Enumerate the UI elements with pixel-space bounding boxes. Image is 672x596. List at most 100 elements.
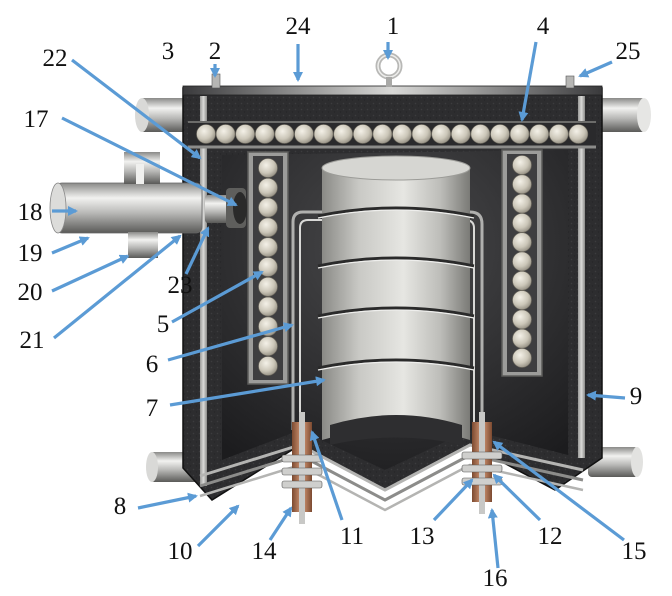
bolt-2 xyxy=(211,73,221,89)
callout-17: 17 xyxy=(24,106,49,133)
callout-16: 16 xyxy=(483,565,508,592)
arrow-21 xyxy=(52,234,182,340)
bolt-25 xyxy=(565,75,575,89)
ball-element xyxy=(294,124,314,144)
callout-8: 8 xyxy=(114,493,127,520)
ball-element xyxy=(258,158,278,178)
arrow-15 xyxy=(492,440,625,542)
arrow-22 xyxy=(71,58,202,160)
arrow-8 xyxy=(137,492,198,510)
ball-element xyxy=(258,296,278,317)
arrow-4 xyxy=(518,41,538,122)
ball-element xyxy=(333,124,354,144)
ball-element xyxy=(512,155,532,175)
ball-element xyxy=(258,336,278,357)
side-inlet-assembly xyxy=(49,152,247,258)
ball-element xyxy=(372,124,393,144)
ball-element xyxy=(258,178,278,198)
inlet-pipe xyxy=(55,182,203,234)
callout-labels: 1 2 3 4 5 6 7 8 9 10 11 12 13 14 15 16 1… xyxy=(18,13,647,592)
callout-15: 15 xyxy=(622,538,647,565)
inner-wall-left xyxy=(200,96,207,486)
ball-element xyxy=(258,237,278,257)
top-ball-row xyxy=(196,124,589,144)
top-lid xyxy=(182,85,603,96)
callout-14: 14 xyxy=(252,538,278,565)
vessel-body xyxy=(322,159,470,440)
callout-19: 19 xyxy=(18,240,43,267)
ball-element xyxy=(490,124,510,144)
electrodes xyxy=(281,412,503,524)
arrow-25 xyxy=(578,60,613,78)
arrow-6 xyxy=(167,322,294,362)
inner-wall-right xyxy=(578,96,585,458)
callout-1: 1 xyxy=(387,13,400,40)
callout-20: 20 xyxy=(18,279,43,306)
callout-2: 2 xyxy=(209,38,222,65)
arrow-10 xyxy=(196,504,240,548)
arrow-12 xyxy=(492,473,542,522)
callout-9: 9 xyxy=(630,383,643,410)
ball-element xyxy=(431,124,452,144)
ball-element xyxy=(254,124,275,144)
ball-element xyxy=(529,124,550,144)
ball-element xyxy=(274,124,295,144)
ball-element xyxy=(196,124,216,144)
ball-element xyxy=(235,124,255,144)
callout-23: 23 xyxy=(168,272,193,299)
arrow-14 xyxy=(268,506,293,541)
vessel-rings xyxy=(317,206,475,371)
ball-element xyxy=(568,124,589,144)
ball-element xyxy=(512,213,532,233)
ball-element xyxy=(509,124,530,144)
ball-element xyxy=(512,328,532,349)
callout-24: 24 xyxy=(286,13,312,40)
ball-element xyxy=(258,217,278,238)
top-ball-tray xyxy=(188,121,596,149)
arrow-19 xyxy=(51,236,90,255)
callout-10: 10 xyxy=(168,538,193,565)
ball-element xyxy=(512,309,532,330)
arrow-7 xyxy=(169,376,326,407)
top-fittings xyxy=(211,52,575,89)
callout-6: 6 xyxy=(146,351,159,378)
ball-element xyxy=(512,290,532,310)
arrow-16 xyxy=(487,508,500,569)
callout-11: 11 xyxy=(340,523,364,550)
arrow-23 xyxy=(184,226,210,275)
ball-element xyxy=(512,232,532,252)
arrow-9 xyxy=(586,390,626,401)
ball-element xyxy=(512,193,532,214)
central-vessel xyxy=(317,155,475,445)
ball-element xyxy=(548,124,569,144)
right-ball-column xyxy=(501,149,543,377)
callout-3: 3 xyxy=(162,38,175,65)
arrow-13 xyxy=(432,478,474,522)
callout-25: 25 xyxy=(616,38,641,65)
ball-element xyxy=(313,124,334,144)
callout-13: 13 xyxy=(410,523,435,550)
ball-element xyxy=(258,356,278,376)
arrow-5 xyxy=(171,270,264,324)
ball-element xyxy=(411,124,432,144)
callout-22: 22 xyxy=(43,45,68,72)
callout-12: 12 xyxy=(538,523,563,550)
callout-4: 4 xyxy=(537,13,550,40)
ball-element xyxy=(215,124,236,144)
arrow-17 xyxy=(61,116,238,207)
ball-element xyxy=(512,270,532,291)
ball-element xyxy=(470,124,491,144)
ball-element xyxy=(512,251,532,272)
ball-element xyxy=(392,124,412,144)
left-ball-column xyxy=(247,151,289,385)
arrow-20 xyxy=(51,254,130,293)
callout-18: 18 xyxy=(18,199,43,226)
ball-element xyxy=(352,124,373,144)
callout-arrows xyxy=(51,41,626,569)
ball-element xyxy=(450,124,471,144)
callout-5: 5 xyxy=(157,311,170,338)
arrow-11 xyxy=(309,430,344,521)
callout-21: 21 xyxy=(20,327,45,354)
ball-element xyxy=(258,276,278,297)
